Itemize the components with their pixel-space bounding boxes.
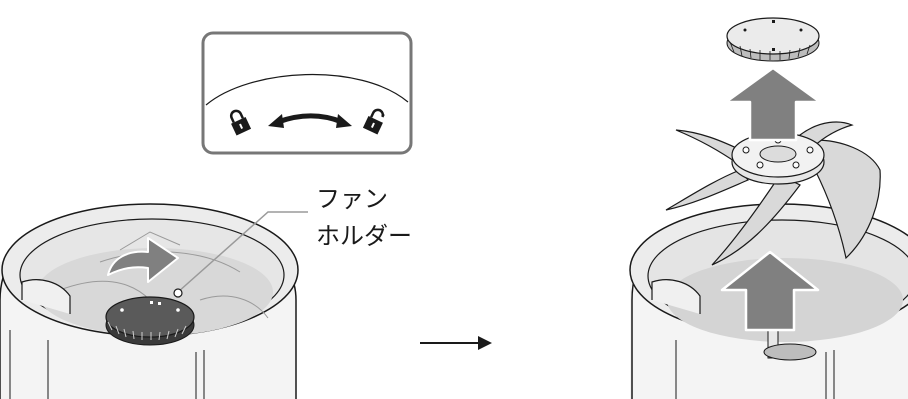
- left-fan-holder-top: [105, 296, 195, 338]
- fan-holder-leader-line: [177, 211, 308, 293]
- left-cylinder-interior: [37, 248, 273, 336]
- right-fan-holder-dot-1: [743, 28, 747, 32]
- left-inner-ridge: [21, 279, 71, 314]
- right-fan-hub-center: [759, 145, 797, 163]
- right-fan-blade-1: [675, 129, 746, 166]
- left-fan-blade-3: [199, 295, 269, 319]
- left-appliance: [0, 203, 299, 399]
- up-arrow-icon-lower: [720, 250, 820, 332]
- right-fan-holder: [726, 17, 820, 62]
- right-fan-blade-4: [814, 139, 881, 260]
- left-fan-blade-2: [59, 280, 151, 301]
- rotate-arrow-icon: [107, 237, 179, 283]
- lock-panel-double-arrow: [277, 113, 343, 125]
- lock-panel-arrowhead-right: [336, 114, 352, 128]
- lock-icon: [229, 109, 252, 136]
- right-fan-holder-top: [726, 17, 820, 55]
- fan-holder-leader: [173, 211, 308, 298]
- left-fan-holder-dot-2: [176, 308, 180, 312]
- lock-direction-panel: [201, 31, 413, 155]
- left-fan-holder-knurl: [107, 321, 187, 341]
- left-fan-holder-dot-1: [120, 308, 124, 312]
- right-fan-blade-2: [665, 169, 749, 211]
- right-fan-holder-dot-2: [799, 28, 803, 32]
- right-fan: [665, 121, 881, 266]
- right-arrow-icon: [420, 336, 492, 350]
- unlock-icon: [362, 108, 385, 135]
- left-fan-holder-mark-2: [158, 302, 161, 305]
- right-fan-holder-mark-2: [772, 48, 775, 51]
- right-fan-hub-hole-2: [806, 146, 814, 154]
- left-fan-holder-mark-1: [150, 301, 153, 304]
- lock-panel-border: [201, 31, 413, 155]
- lock-panel-arc: [205, 74, 409, 106]
- right-fan-holder-mark-1: [772, 20, 775, 23]
- fan-holder-leader-dot: [173, 288, 183, 298]
- left-fan-blade-4: [119, 231, 181, 251]
- right-fan-hub-hole-4: [792, 161, 800, 169]
- up-arrow-icon: [724, 66, 822, 142]
- right-motor-base: [763, 343, 817, 361]
- right-fan-holder-knurl: [729, 41, 811, 60]
- fan-holder-label-line1: ファン: [316, 185, 388, 213]
- right-fan-hub-hole-3: [756, 161, 764, 169]
- right-inner-ridge: [651, 279, 701, 314]
- lock-panel-arrowhead-left: [268, 114, 284, 128]
- fan-holder-label-line2: ホルダー: [316, 222, 412, 250]
- left-fan-holder: [105, 296, 195, 346]
- right-fan-blade-3: [711, 174, 801, 266]
- left-fan-blade-1: [99, 251, 241, 273]
- right-fan-hub-hole-1: [742, 146, 750, 154]
